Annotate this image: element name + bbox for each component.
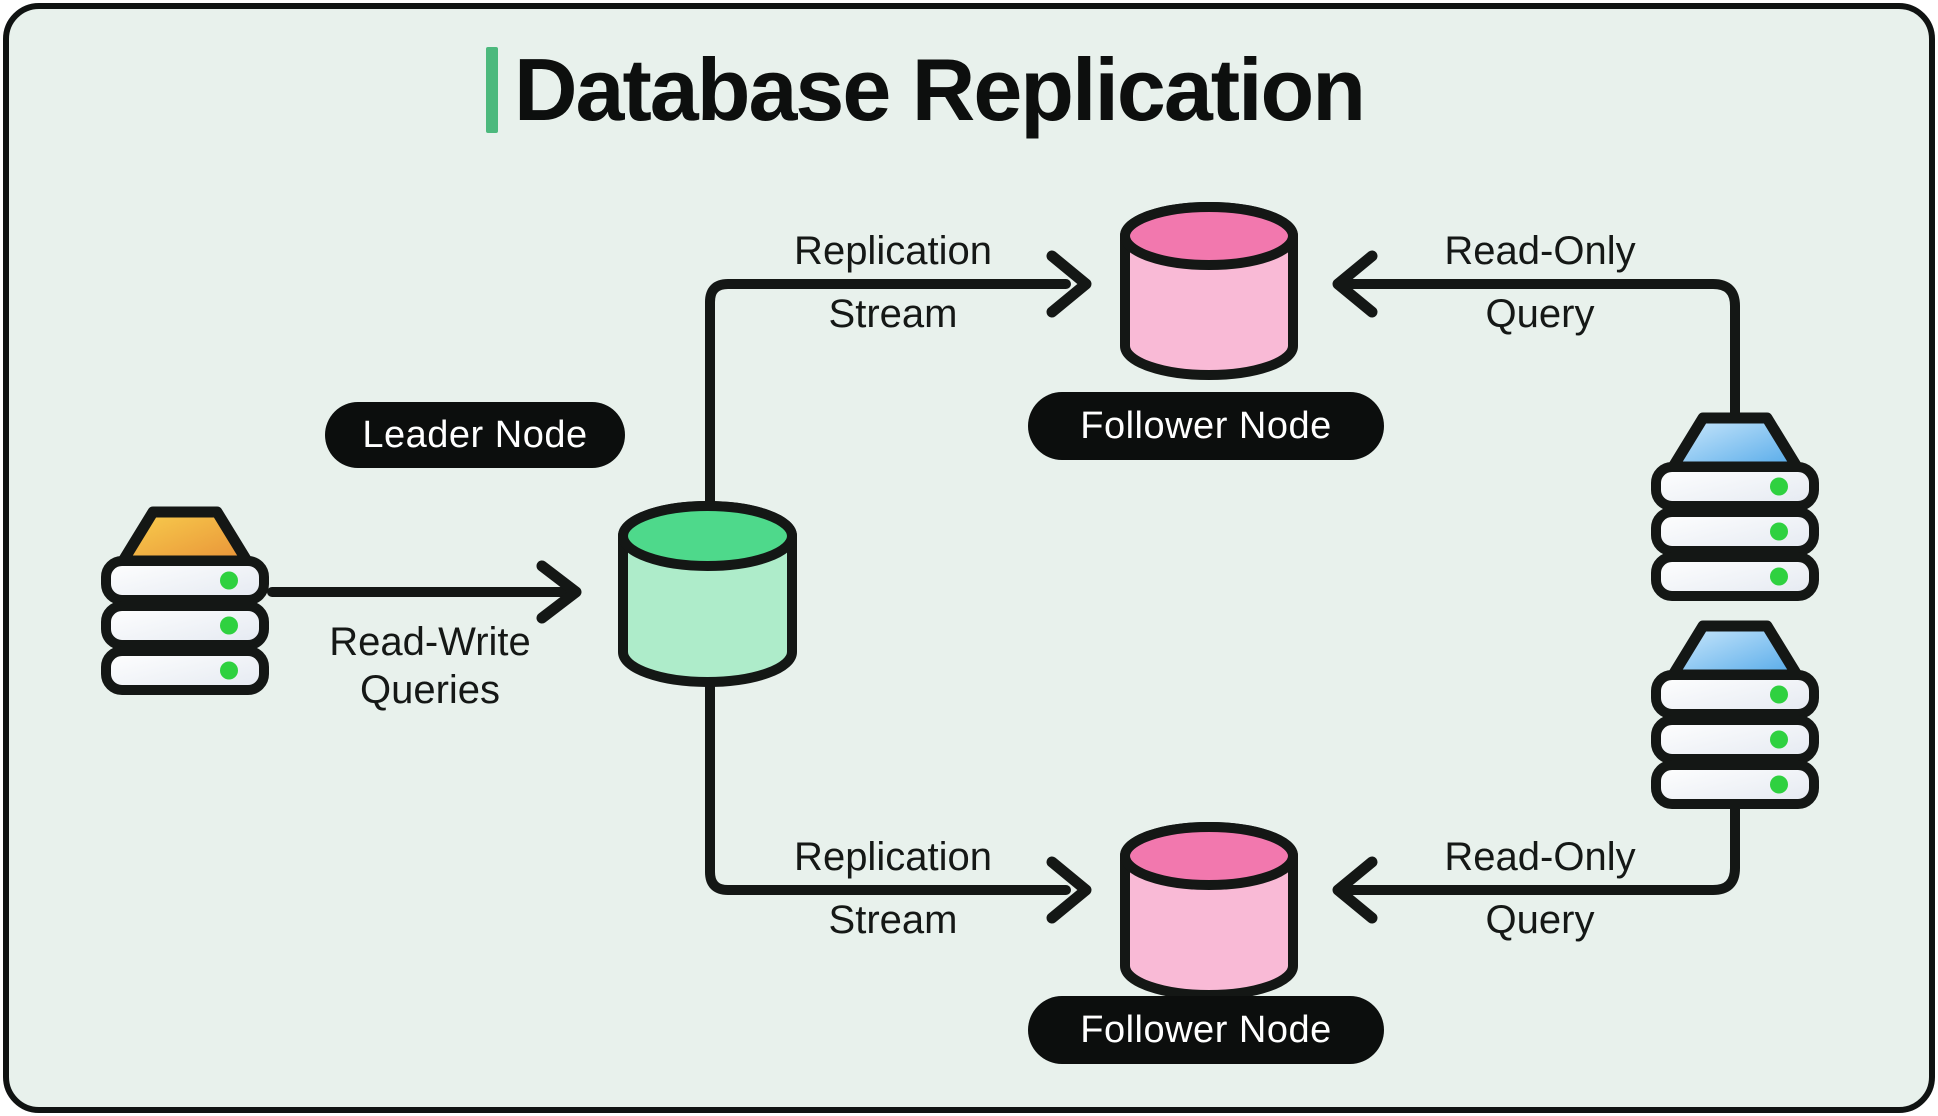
read-write-queries-label: Read-Write Queries (329, 620, 531, 712)
pink-database-cylinder-icon (1120, 202, 1298, 380)
leader-node-badge: Leader Node (325, 402, 625, 468)
leader-node-badge-label: Leader Node (362, 413, 588, 456)
read-only-query-top-label: Read-Only Query (1444, 229, 1636, 336)
title-accent-bar (486, 47, 498, 133)
blue-server-stack-icon (1651, 412, 1819, 601)
follower-node-bottom-badge-label: Follower Node (1080, 1008, 1332, 1051)
title-row: Database Replication (486, 40, 1366, 139)
pink-database-cylinder-icon (1120, 822, 1298, 1000)
green-database-cylinder-icon (618, 501, 797, 687)
follower-node-top-badge-label: Follower Node (1080, 404, 1332, 447)
page-title: Database Replication (514, 40, 1366, 139)
orange-server-stack-icon (101, 506, 269, 695)
read-only-query-bottom-label: Read-Only Query (1444, 835, 1636, 942)
follower-node-top-badge: Follower Node (1028, 392, 1384, 460)
diagram-frame (3, 3, 1935, 1113)
blue-server-stack-icon (1651, 620, 1819, 809)
replication-stream-bottom-label: Replication Stream (794, 835, 992, 942)
replication-stream-top-label: Replication Stream (794, 229, 992, 336)
follower-node-bottom-badge: Follower Node (1028, 996, 1384, 1064)
